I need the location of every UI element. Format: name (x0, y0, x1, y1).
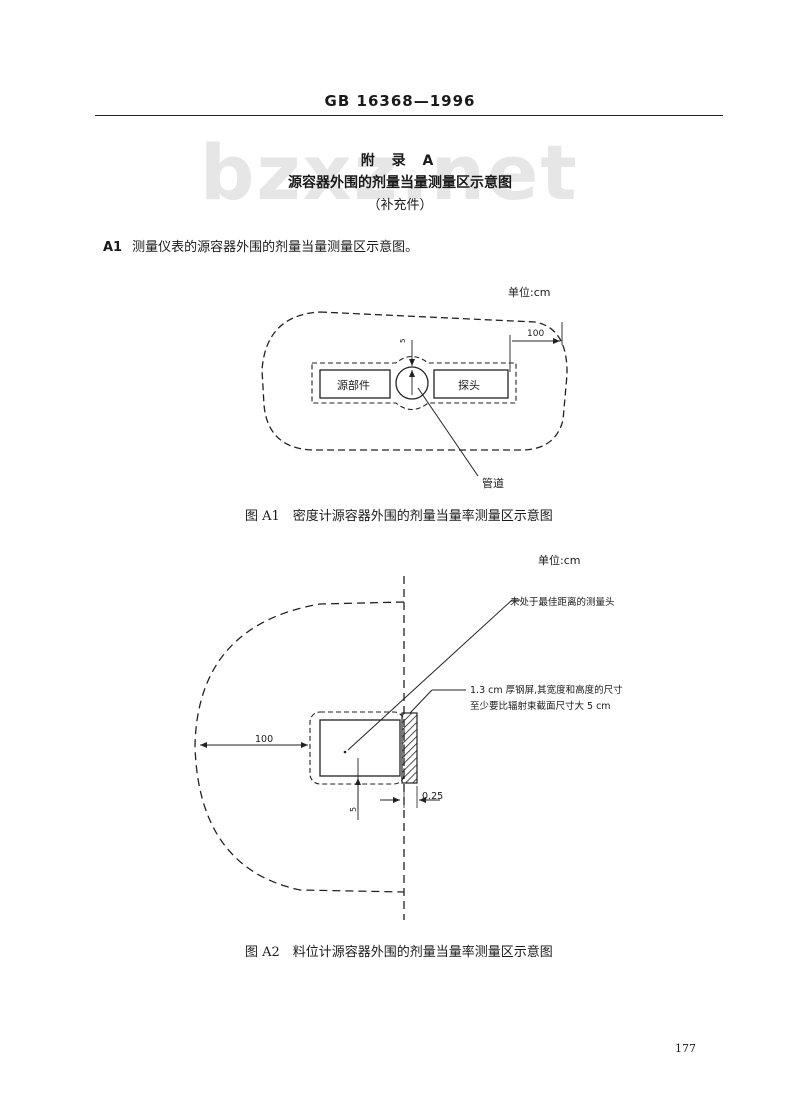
header-rule (95, 115, 723, 116)
a1-probe-label: 探头 (458, 379, 480, 392)
a1-pipe-leader (417, 387, 479, 477)
a1-source-label: 源部件 (337, 378, 370, 392)
figure-a2-caption: 图 A2 料位计源容器外围的剂量当量率测量区示意图 (245, 945, 553, 960)
a1-dim-100: 100 (527, 329, 544, 339)
section-a1: A1 测量仪表的源容器外围的剂量当量测量区示意图。 (103, 236, 418, 255)
a2-inner-boundary (309, 711, 405, 785)
section-text: 测量仪表的源容器外围的剂量当量测量区示意图。 (132, 240, 419, 255)
a2-dim-025: 0.25 (422, 791, 443, 802)
a1-inner-boundary (311, 355, 517, 411)
a2-shield-leader (409, 689, 433, 714)
appendix-label: 附 录 A (360, 153, 440, 169)
a1-unit-label: 单位:cm (508, 285, 550, 299)
a2-source-dot (343, 750, 347, 754)
a1-probe-box (433, 369, 509, 399)
a2-probe-note: 未处于最佳距离的测量头 (510, 596, 615, 608)
a1-pipe-circle (395, 366, 429, 400)
standard-code: GB 16368—1996 (324, 92, 476, 110)
a2-outer-boundary (194, 601, 405, 893)
a2-probe-leader (347, 599, 513, 751)
a2-unit-label: 单位:cm (538, 553, 580, 567)
a2-shield-note-1: 1.3 cm 厚钢屏,其宽度和高度的尺寸 (470, 684, 623, 696)
watermark: bzxz.net (200, 128, 579, 217)
a2-dim-100: 100 (255, 734, 273, 745)
a1-pipe-label: 管道 (482, 476, 504, 490)
figure-a1-caption: 图 A1 密度计源容器外围的剂量当量率测量区示意图 (245, 509, 553, 524)
section-number: A1 (103, 240, 123, 255)
a1-outer-boundary (261, 311, 568, 451)
a2-source-box (319, 719, 401, 777)
appendix-title: 源容器外围的剂量当量测量区示意图 (288, 175, 512, 191)
a1-source-box (319, 369, 391, 399)
a2-dim-5: 5 (349, 807, 358, 812)
a1-dim-5: 5 (399, 339, 407, 343)
appendix-subtitle: （补充件） (367, 198, 433, 213)
a2-shield-note-2: 至少要比辐射束截面尺寸大 5 cm (470, 700, 611, 712)
a2-steel-shield (401, 712, 418, 784)
page-number: 177 (675, 1042, 696, 1055)
